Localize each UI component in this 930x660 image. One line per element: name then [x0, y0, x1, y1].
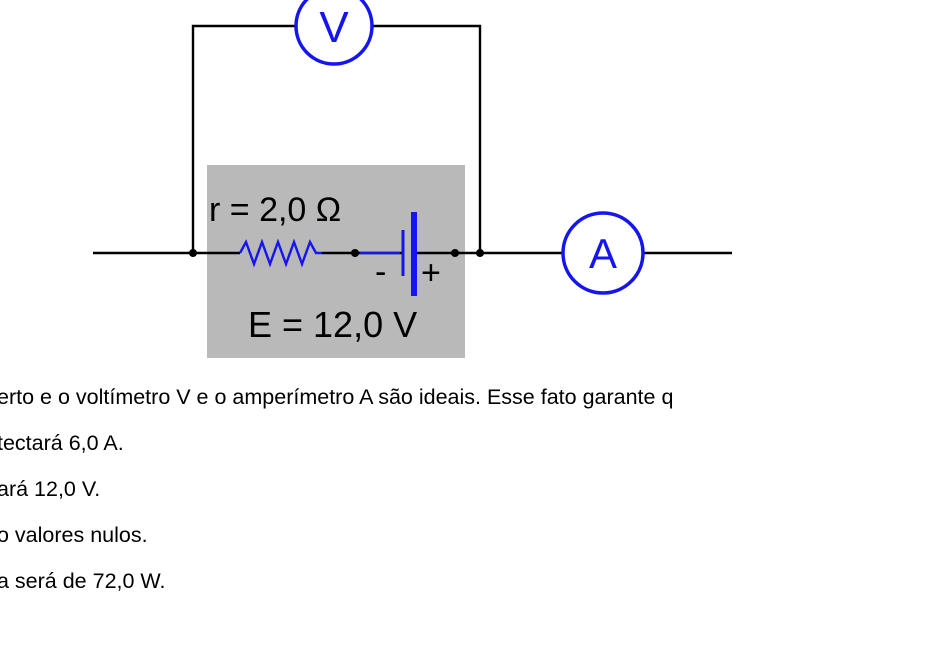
resistor-label: r = 2,0 Ω	[209, 191, 341, 229]
voltmeter-label: V	[319, 3, 349, 52]
junction-dots	[189, 249, 484, 257]
battery-minus-sign: -	[375, 253, 386, 291]
emf-label: E = 12,0 V	[248, 304, 417, 345]
resistor-symbol	[238, 238, 322, 268]
question-stem: erto e o voltímetro V e o amperímetro A …	[0, 385, 674, 409]
voltmeter: V	[294, 0, 374, 66]
battery-plus-sign: +	[421, 254, 441, 292]
voltmeter-circle	[294, 0, 374, 66]
option-2: ará 12,0 V.	[0, 477, 101, 501]
option-4: a será de 72,0 W.	[0, 569, 166, 593]
ammeter-circle	[561, 211, 645, 295]
battery-box	[207, 165, 465, 358]
circuit-wires	[93, 24, 732, 255]
ammeter-label: A	[589, 230, 617, 277]
option-3: o valores nulos.	[0, 523, 148, 547]
option-1: tectará 6,0 A.	[0, 431, 124, 455]
ammeter: A	[561, 211, 645, 295]
circuit-diagram: V A r = 2,0 Ω - + E = 12,0 V	[93, 0, 732, 358]
